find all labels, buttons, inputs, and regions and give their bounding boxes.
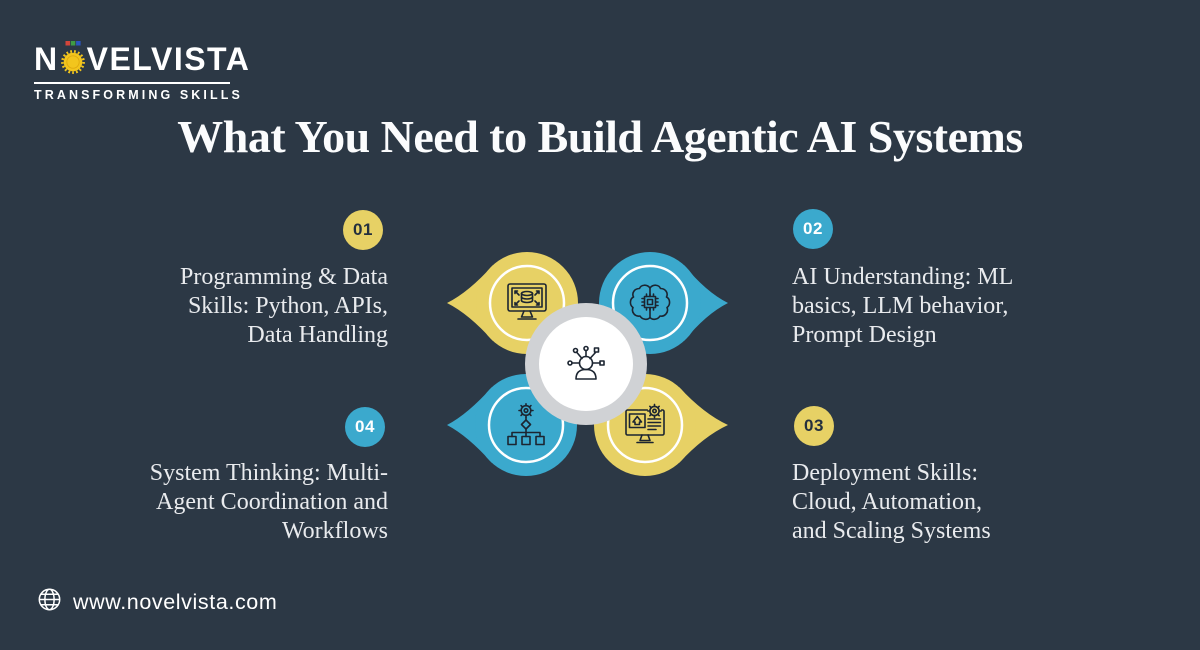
- skill-text-programming: Programming & Data Skills: Python, APIs,…: [110, 263, 388, 350]
- skill-03-line-2: Cloud, Automation,: [792, 489, 983, 515]
- skill-text-ai-understanding: AI Understanding: ML basics, LLM behavio…: [792, 263, 1077, 350]
- badge-01: 01: [343, 210, 383, 250]
- novelvista-logo: N VELVISTA TRANSFORMING SKILLS: [34, 38, 250, 102]
- website-url: www.novelvista.com: [73, 590, 278, 614]
- badge-01-number: 01: [353, 220, 373, 239]
- monitor-database-icon: [507, 283, 547, 320]
- badge-03: 03: [794, 406, 834, 446]
- logo-tagline: TRANSFORMING SKILLS: [34, 82, 240, 102]
- badge-03-number: 03: [804, 416, 824, 435]
- skill-04-line-3: Workflows: [281, 518, 388, 544]
- skill-01-line-3: Data Handling: [247, 322, 388, 348]
- skill-03-line-3: and Scaling Systems: [792, 518, 991, 544]
- badge-02-number: 02: [803, 219, 823, 238]
- skill-01-line-1: Programming & Data: [180, 264, 388, 290]
- skill-02-line-3: Prompt Design: [792, 322, 937, 348]
- skill-02-line-1: AI Understanding: ML: [792, 264, 1014, 290]
- skill-04-line-2: Agent Coordination and: [156, 489, 388, 515]
- badge-04-number: 04: [355, 417, 375, 436]
- logo-letter-n: N: [34, 40, 59, 77]
- logo-letters-rest: VELVISTA: [86, 40, 251, 77]
- logo-wordmark: N VELVISTA: [34, 38, 250, 79]
- brain-chip-icon: [629, 284, 671, 321]
- skill-04-line-1: System Thinking: Multi-: [149, 460, 388, 486]
- sun-medal-icon: [60, 40, 86, 81]
- gear-hierarchy-icon: [507, 403, 545, 446]
- central-petal-diagram: [430, 235, 770, 495]
- monitor-upload-icon: [625, 403, 665, 444]
- skill-03-line-1: Deployment Skills:: [792, 460, 978, 486]
- footer: www.novelvista.com: [36, 586, 277, 619]
- badge-02: 02: [793, 209, 833, 249]
- agent-person-network-icon: [567, 345, 605, 380]
- badge-04: 04: [345, 407, 385, 447]
- skill-01-line-2: Skills: Python, APIs,: [187, 293, 388, 319]
- globe-icon: [36, 586, 63, 619]
- skill-text-deployment: Deployment Skills: Cloud, Automation, an…: [792, 459, 1077, 546]
- center-white-circle: [539, 317, 633, 411]
- skill-text-system-thinking: System Thinking: Multi- Agent Coordinati…: [100, 459, 388, 546]
- page-title: What You Need to Build Agentic AI System…: [177, 111, 1023, 162]
- skill-02-line-2: basics, LLM behavior,: [792, 293, 1009, 319]
